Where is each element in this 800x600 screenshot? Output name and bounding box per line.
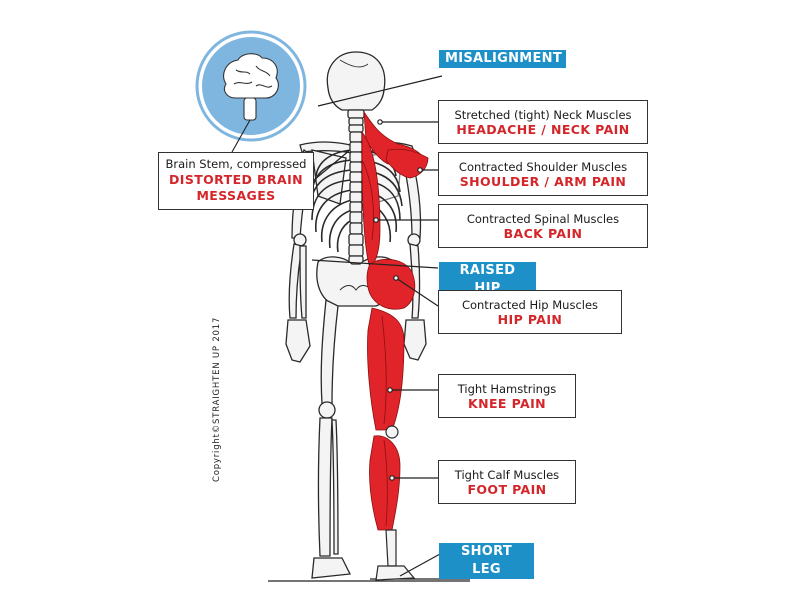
calf-muscle — [369, 435, 401, 531]
neck-pain-text: HEADACHE / NECK PAIN — [456, 122, 630, 137]
connector-lines — [311, 75, 443, 577]
knee-pain-text: KNEE PAIN — [468, 396, 546, 411]
label-brain-stem: Brain Stem, compressed DISTORTED BRAIN M… — [158, 152, 314, 210]
skeleton — [285, 51, 427, 579]
hip-muscle-text: Contracted Hip Muscles — [461, 298, 599, 312]
shoulder-muscle-text: Contracted Shoulder Muscles — [458, 160, 628, 174]
left-tibia — [317, 417, 333, 557]
label-calf-muscles: Tight Calf Muscles FOOT PAIN — [438, 460, 576, 504]
foot-pain-text: FOOT PAIN — [467, 482, 547, 497]
brain-stem-text: Brain Stem, compressed — [165, 157, 307, 171]
label-hip-muscles: Contracted Hip Muscles HIP PAIN — [438, 290, 622, 334]
tag-misalignment: MISALIGNMENT — [439, 50, 566, 68]
tag-short-leg: SHORT LEG — [439, 543, 534, 579]
right-leg-bones — [375, 425, 416, 581]
muscles — [361, 110, 429, 531]
shoulder-pain-text: SHOULDER / ARM PAIN — [459, 174, 627, 189]
left-hand — [285, 319, 311, 363]
right-foot — [375, 565, 416, 581]
neck-muscle-text: Stretched (tight) Neck Muscles — [454, 108, 632, 122]
left-femur — [320, 298, 339, 405]
ground-lines — [268, 578, 470, 582]
brain-callout — [195, 30, 307, 153]
label-spinal-muscles: Contracted Spinal Muscles BACK PAIN — [438, 204, 648, 248]
spinal-muscle — [361, 130, 381, 269]
label-hamstrings: Tight Hamstrings KNEE PAIN — [438, 374, 576, 418]
calf-muscle-text: Tight Calf Muscles — [454, 468, 560, 482]
brain-pain-line2: MESSAGES — [196, 188, 276, 203]
hamstrings-text: Tight Hamstrings — [457, 382, 557, 396]
spine — [348, 131, 364, 268]
copyright-text: Copyright©STRAIGHTEN UP 2017 — [212, 316, 222, 482]
label-neck-muscles: Stretched (tight) Neck Muscles HEADACHE … — [438, 100, 648, 144]
hip-pain-text: HIP PAIN — [497, 312, 563, 327]
hip-muscle — [366, 258, 416, 310]
spinal-pain-text: BACK PAIN — [503, 226, 583, 241]
spinal-muscle-text: Contracted Spinal Muscles — [466, 212, 620, 226]
right-hand — [403, 319, 427, 361]
left-foot — [311, 557, 352, 579]
brain-pain-line1: DISTORTED BRAIN — [169, 172, 303, 187]
label-shoulder-muscles: Contracted Shoulder Muscles SHOULDER / A… — [438, 152, 648, 196]
